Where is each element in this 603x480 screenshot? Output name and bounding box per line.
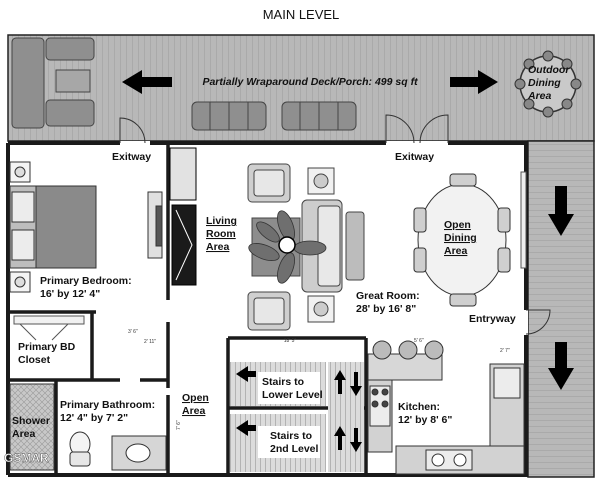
fireplace bbox=[169, 147, 197, 286]
bedroom-tv-console bbox=[147, 191, 163, 259]
dim-2-11: 2' 11" bbox=[144, 339, 156, 345]
side-window bbox=[520, 171, 527, 269]
open-area-label-1: Open bbox=[182, 392, 209, 404]
deck-label: Partially Wraparound Deck/Porch: 499 sq … bbox=[202, 76, 418, 88]
primary-closet-label-1: Primary BD bbox=[18, 341, 76, 353]
deck-lounge-set bbox=[11, 37, 95, 129]
kitchen-dims: 12' by 8' 6" bbox=[398, 414, 452, 426]
kitchen-island bbox=[367, 340, 444, 381]
stairs-lower-label-2: Lower Level bbox=[262, 389, 323, 401]
open-dining-label-1: Open bbox=[444, 219, 471, 231]
dim-18-5: 18' 5" bbox=[284, 338, 297, 344]
open-area-label-2: Area bbox=[182, 405, 206, 417]
watermark: GSMAR bbox=[4, 451, 49, 465]
dimension-marks: 18' 5" 3' 6" 2' 11" 5' 6" 2' 7" 7' 6" bbox=[128, 329, 510, 430]
great-room-dims: 28' by 16' 8" bbox=[356, 303, 416, 315]
primary-bedroom-label: Primary Bedroom: bbox=[40, 275, 132, 287]
living-room-label-2: Room bbox=[206, 228, 236, 240]
interior-walls bbox=[8, 143, 368, 475]
primary-bathroom-dims: 12' 4" by 7' 2" bbox=[60, 412, 128, 424]
dim-2-7: 2' 7" bbox=[500, 348, 510, 354]
dim-5-6: 5' 6" bbox=[414, 338, 424, 344]
open-dining-label-3: Area bbox=[444, 245, 468, 257]
stairs-2nd-label-2: 2nd Level bbox=[270, 443, 319, 455]
plan-title: MAIN LEVEL bbox=[263, 7, 340, 22]
bathroom-fixtures bbox=[9, 383, 167, 471]
primary-bathroom-label: Primary Bathroom: bbox=[60, 399, 155, 411]
deck-arrow-down-upper bbox=[548, 186, 574, 236]
outdoor-dining-label-2: Dining bbox=[528, 77, 561, 89]
nightstands bbox=[9, 161, 31, 293]
shower-label-2: Area bbox=[12, 428, 36, 440]
entryway-label: Entryway bbox=[469, 313, 516, 325]
outdoor-dining-label-1: Outdoor bbox=[528, 64, 570, 76]
stairs-2nd-label-1: Stairs to bbox=[270, 430, 312, 442]
outdoor-dining-table bbox=[514, 50, 582, 118]
living-room-label-3: Area bbox=[206, 241, 230, 253]
exitway-right-label: Exitway bbox=[395, 151, 434, 163]
exitway-left-label: Exitway bbox=[112, 151, 151, 163]
dim-3-6: 3' 6" bbox=[128, 329, 138, 335]
great-room-label: Great Room: bbox=[356, 290, 420, 302]
deck-arrow-left bbox=[122, 70, 172, 94]
bed bbox=[9, 185, 97, 269]
deck-arrow-down-lower bbox=[548, 342, 574, 390]
stair-arrows bbox=[236, 366, 362, 452]
living-room-label-1: Living bbox=[206, 215, 237, 227]
deck-benches bbox=[191, 101, 357, 131]
dim-7-6: 7' 6" bbox=[176, 420, 182, 430]
kitchen-label: Kitchen: bbox=[398, 401, 440, 413]
outdoor-dining-label-3: Area bbox=[527, 90, 552, 102]
stair-label-box-2nd bbox=[258, 426, 320, 458]
deck-arrow-right bbox=[450, 70, 498, 94]
shower-label-1: Shower bbox=[12, 415, 50, 427]
stairs-lower-label-1: Stairs to bbox=[262, 376, 304, 388]
closet-doors bbox=[13, 315, 85, 341]
kitchen-cabinets bbox=[367, 363, 525, 475]
open-dining-label-2: Dining bbox=[444, 232, 477, 244]
dining-table bbox=[413, 173, 511, 307]
rug-ceiling-fan bbox=[248, 210, 327, 284]
stair-landing bbox=[328, 362, 364, 472]
exterior-doors bbox=[119, 114, 551, 335]
stair-label-box-lower bbox=[258, 372, 320, 404]
primary-closet-label-2: Closet bbox=[18, 354, 51, 366]
primary-bedroom-dims: 16' by 12' 4" bbox=[40, 288, 100, 300]
